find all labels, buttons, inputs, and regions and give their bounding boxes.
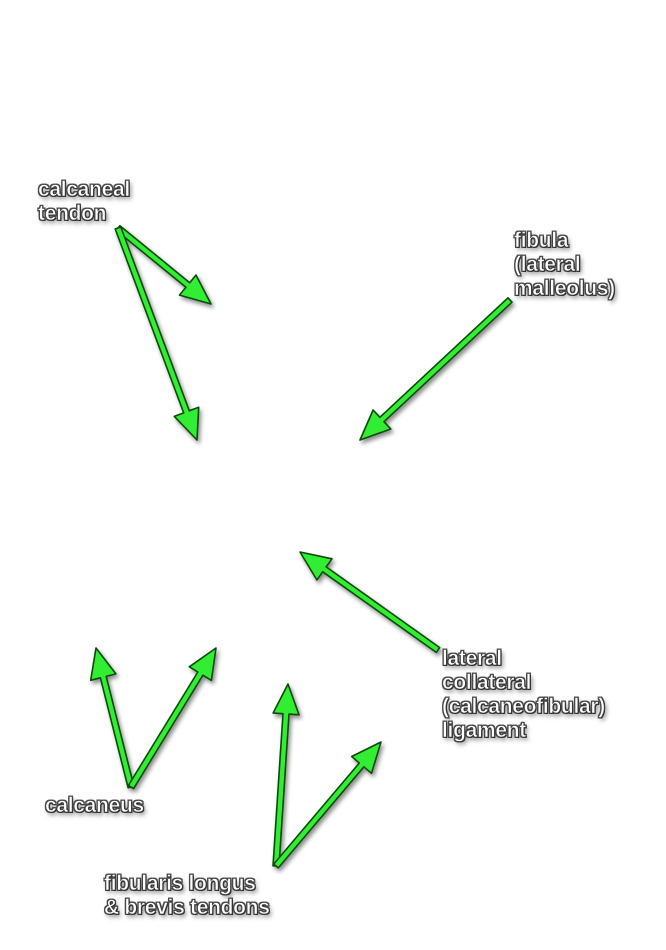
arrow-calcaneus-right [127,647,217,790]
arrow-fibularis-right [272,741,382,869]
label-calcaneal-tendon: calcaneal tendon [38,178,131,226]
arrow-fibula [359,297,513,441]
label-calcaneus: calcaneus [45,794,145,818]
label-fibula: fibula (lateral malleolus) [514,229,616,301]
label-lateral-collateral-ligament: lateral collateral (calcaneofibular) lig… [442,647,606,743]
arrow-fibularis-left [272,683,300,867]
label-fibularis-tendons: fibularis longus & brevis tendons [104,872,270,920]
arrow-calcaneal-tendon-upper [115,224,212,305]
arrow-calcaneal-tendon-lower [114,226,200,441]
arrow-calcaneus-left [89,647,135,789]
arrow-lateral-collateral [299,551,441,654]
